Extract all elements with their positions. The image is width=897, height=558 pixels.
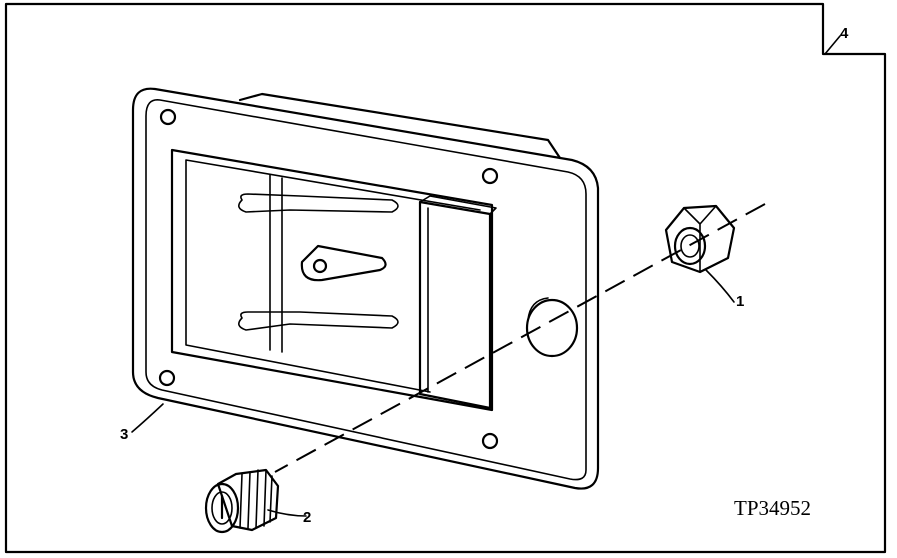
paddle-latch-icon	[131, 87, 600, 490]
panel-outline	[4, 2, 887, 554]
callout-3: 3	[120, 426, 128, 443]
leader-lines	[131, 35, 841, 517]
callout-2: 2	[303, 509, 311, 526]
hex-nut-icon	[664, 204, 736, 274]
callout-1: 1	[736, 293, 744, 310]
assembly-centerline	[274, 203, 766, 473]
callout-4: 4	[840, 25, 849, 42]
figure-reference: TP34952	[734, 496, 811, 520]
lock-cylinder-icon	[204, 468, 280, 534]
